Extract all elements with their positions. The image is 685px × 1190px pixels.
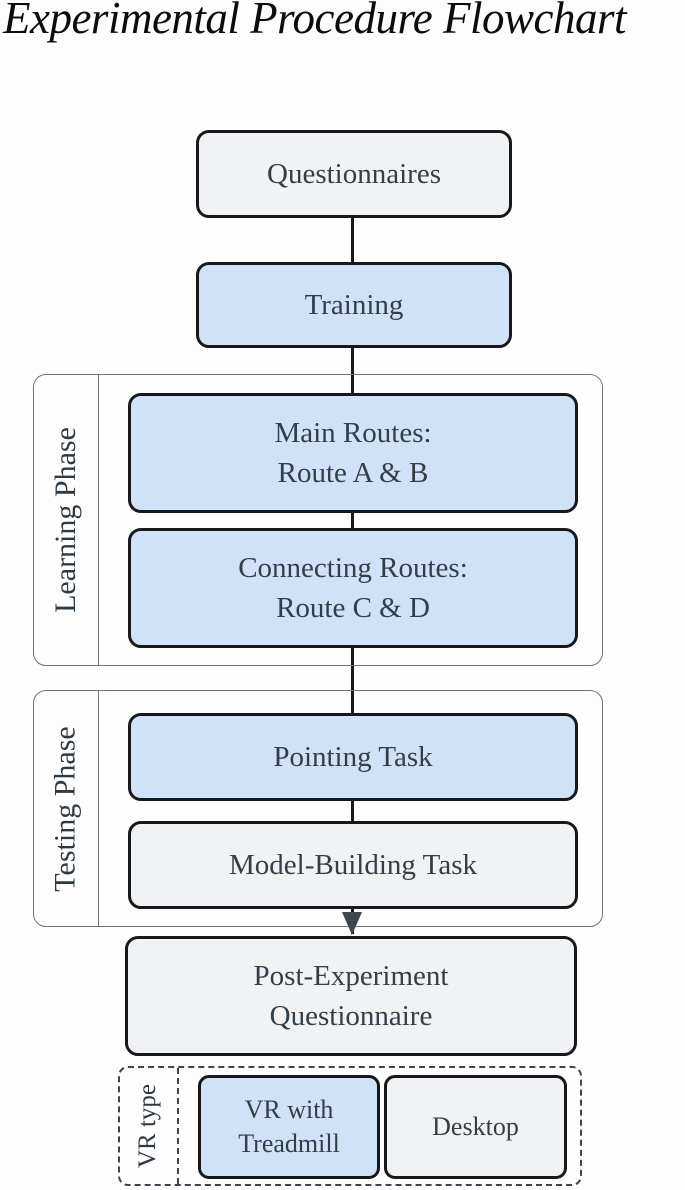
node-vr-treadmill-line1: VR with: [244, 1095, 334, 1125]
connector-pointing-model: [351, 798, 354, 823]
vr-type-label-strip: VR type: [120, 1068, 177, 1184]
arrow-head-down-icon: [342, 912, 362, 935]
node-main-routes-line2: Route A & B: [277, 457, 429, 489]
learning-phase-label-strip: Learning Phase: [34, 375, 98, 665]
node-main-routes: Main Routes: Route A & B: [128, 393, 578, 513]
node-model-building-task-label: Model-Building Task: [229, 848, 477, 881]
learning-phase-divider: [98, 375, 99, 665]
node-vr-treadmill-line2: Treadmill: [238, 1129, 340, 1158]
testing-phase-divider: [98, 691, 99, 926]
vr-type-label: VR type: [134, 1083, 162, 1169]
connector-questionnaires-training: [351, 216, 354, 264]
node-desktop: Desktop: [384, 1075, 567, 1179]
node-questionnaires: Questionnaires: [196, 130, 512, 218]
group-testing-phase: Testing Phase Pointing Task Model-Buildi…: [33, 690, 603, 927]
group-vr-type: VR type VR with Treadmill Desktop: [118, 1066, 582, 1186]
connector-main-connecting-routes: [351, 509, 354, 530]
node-connecting-routes-line2: Route C & D: [276, 592, 430, 624]
testing-phase-label: Testing Phase: [49, 725, 83, 892]
learning-phase-label: Learning Phase: [49, 427, 82, 613]
node-training-label: Training: [304, 288, 404, 321]
chart-title: Experimental Procedure Flowchart: [3, 0, 627, 43]
node-training: Training: [196, 262, 512, 348]
testing-phase-label-strip: Testing Phase: [34, 691, 98, 926]
node-questionnaires-label: Questionnaires: [267, 157, 441, 190]
node-desktop-label: Desktop: [432, 1112, 519, 1142]
node-main-routes-line1: Main Routes:: [274, 416, 432, 449]
node-vr-with-treadmill: VR with Treadmill: [198, 1075, 380, 1179]
node-post-experiment-questionnaire: Post-Experiment Questionnaire: [125, 936, 577, 1056]
node-connecting-routes-line1: Connecting Routes:: [238, 551, 468, 584]
node-model-building-task: Model-Building Task: [128, 821, 578, 909]
vr-type-divider: [177, 1068, 179, 1184]
group-learning-phase: Learning Phase Main Routes: Route A & B …: [33, 374, 603, 666]
node-pointing-task-label: Pointing Task: [273, 740, 433, 773]
node-pointing-task: Pointing Task: [128, 713, 578, 801]
connector-connecting-pointing: [351, 645, 354, 715]
node-post-experiment-line2: Questionnaire: [269, 1000, 433, 1032]
connector-training-main-routes: [351, 346, 354, 396]
node-post-experiment-line1: Post-Experiment: [253, 959, 449, 992]
node-connecting-routes: Connecting Routes: Route C & D: [128, 528, 578, 648]
